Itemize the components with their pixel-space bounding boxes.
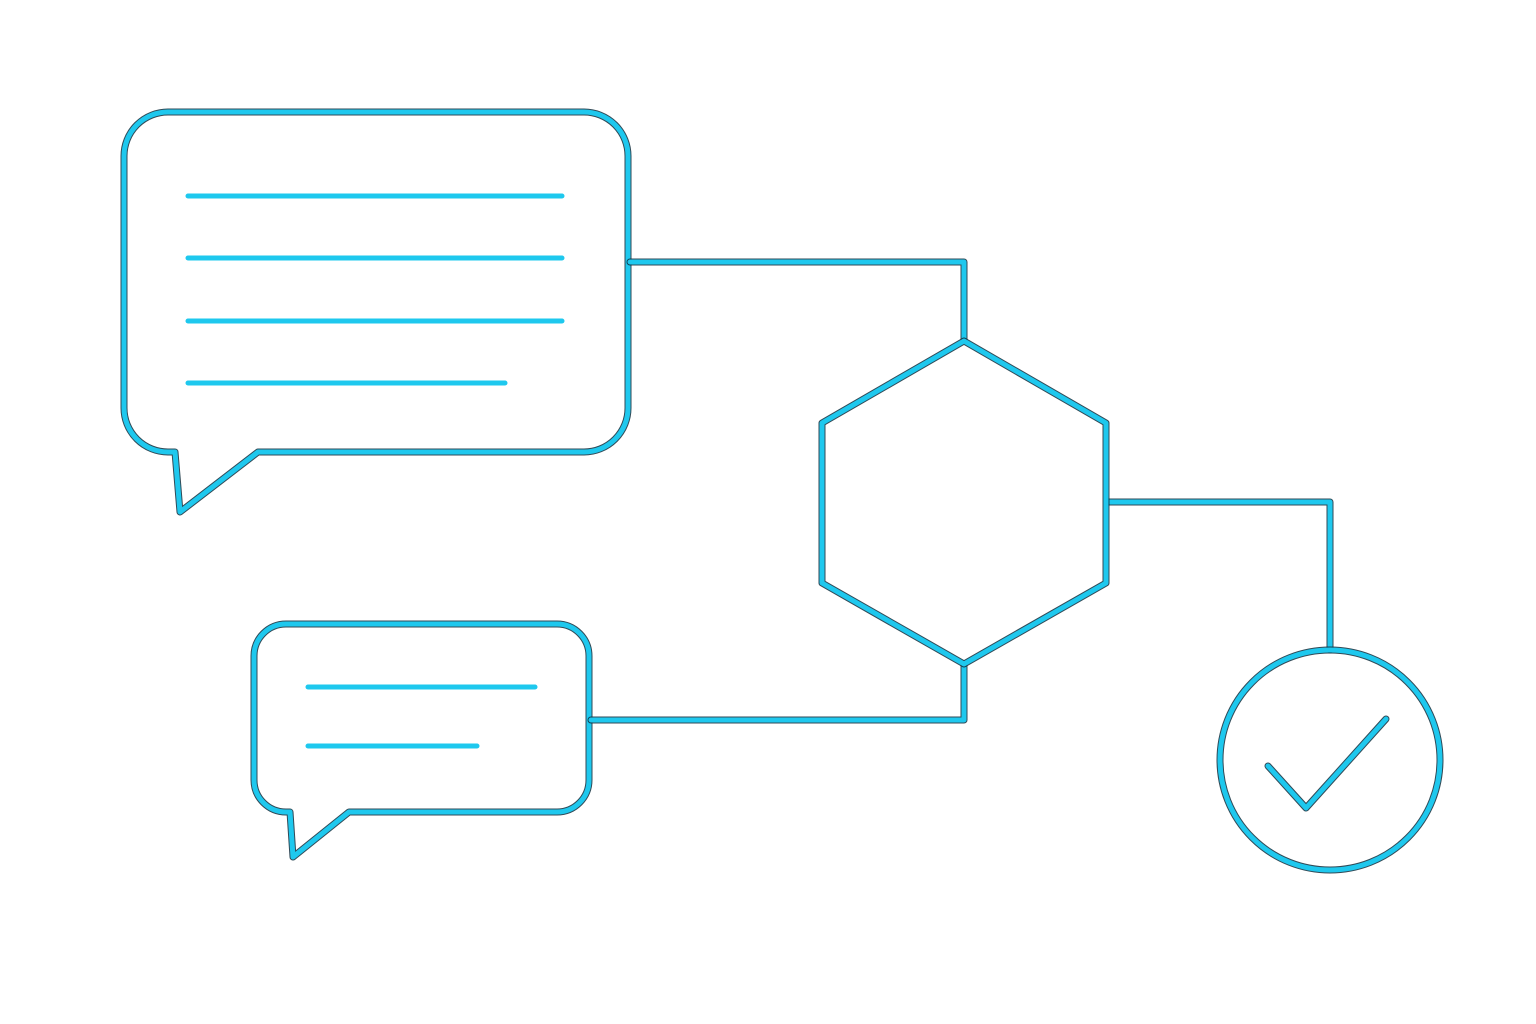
message-small <box>250 620 593 861</box>
result <box>1216 646 1444 874</box>
connector-processor-to-result <box>1104 499 1333 653</box>
connector-small-to-processor <box>588 661 967 723</box>
hexagon-outline <box>819 338 1109 667</box>
speech-bubble-small-outline <box>251 621 592 860</box>
message-large <box>120 108 632 516</box>
connectors <box>587 258 1334 724</box>
speech-bubble-large-outline <box>121 109 631 515</box>
result-circle-outline <box>1217 647 1443 873</box>
processor <box>818 337 1110 668</box>
check-icon <box>1265 716 1389 811</box>
connector-large-to-processor <box>627 259 967 343</box>
